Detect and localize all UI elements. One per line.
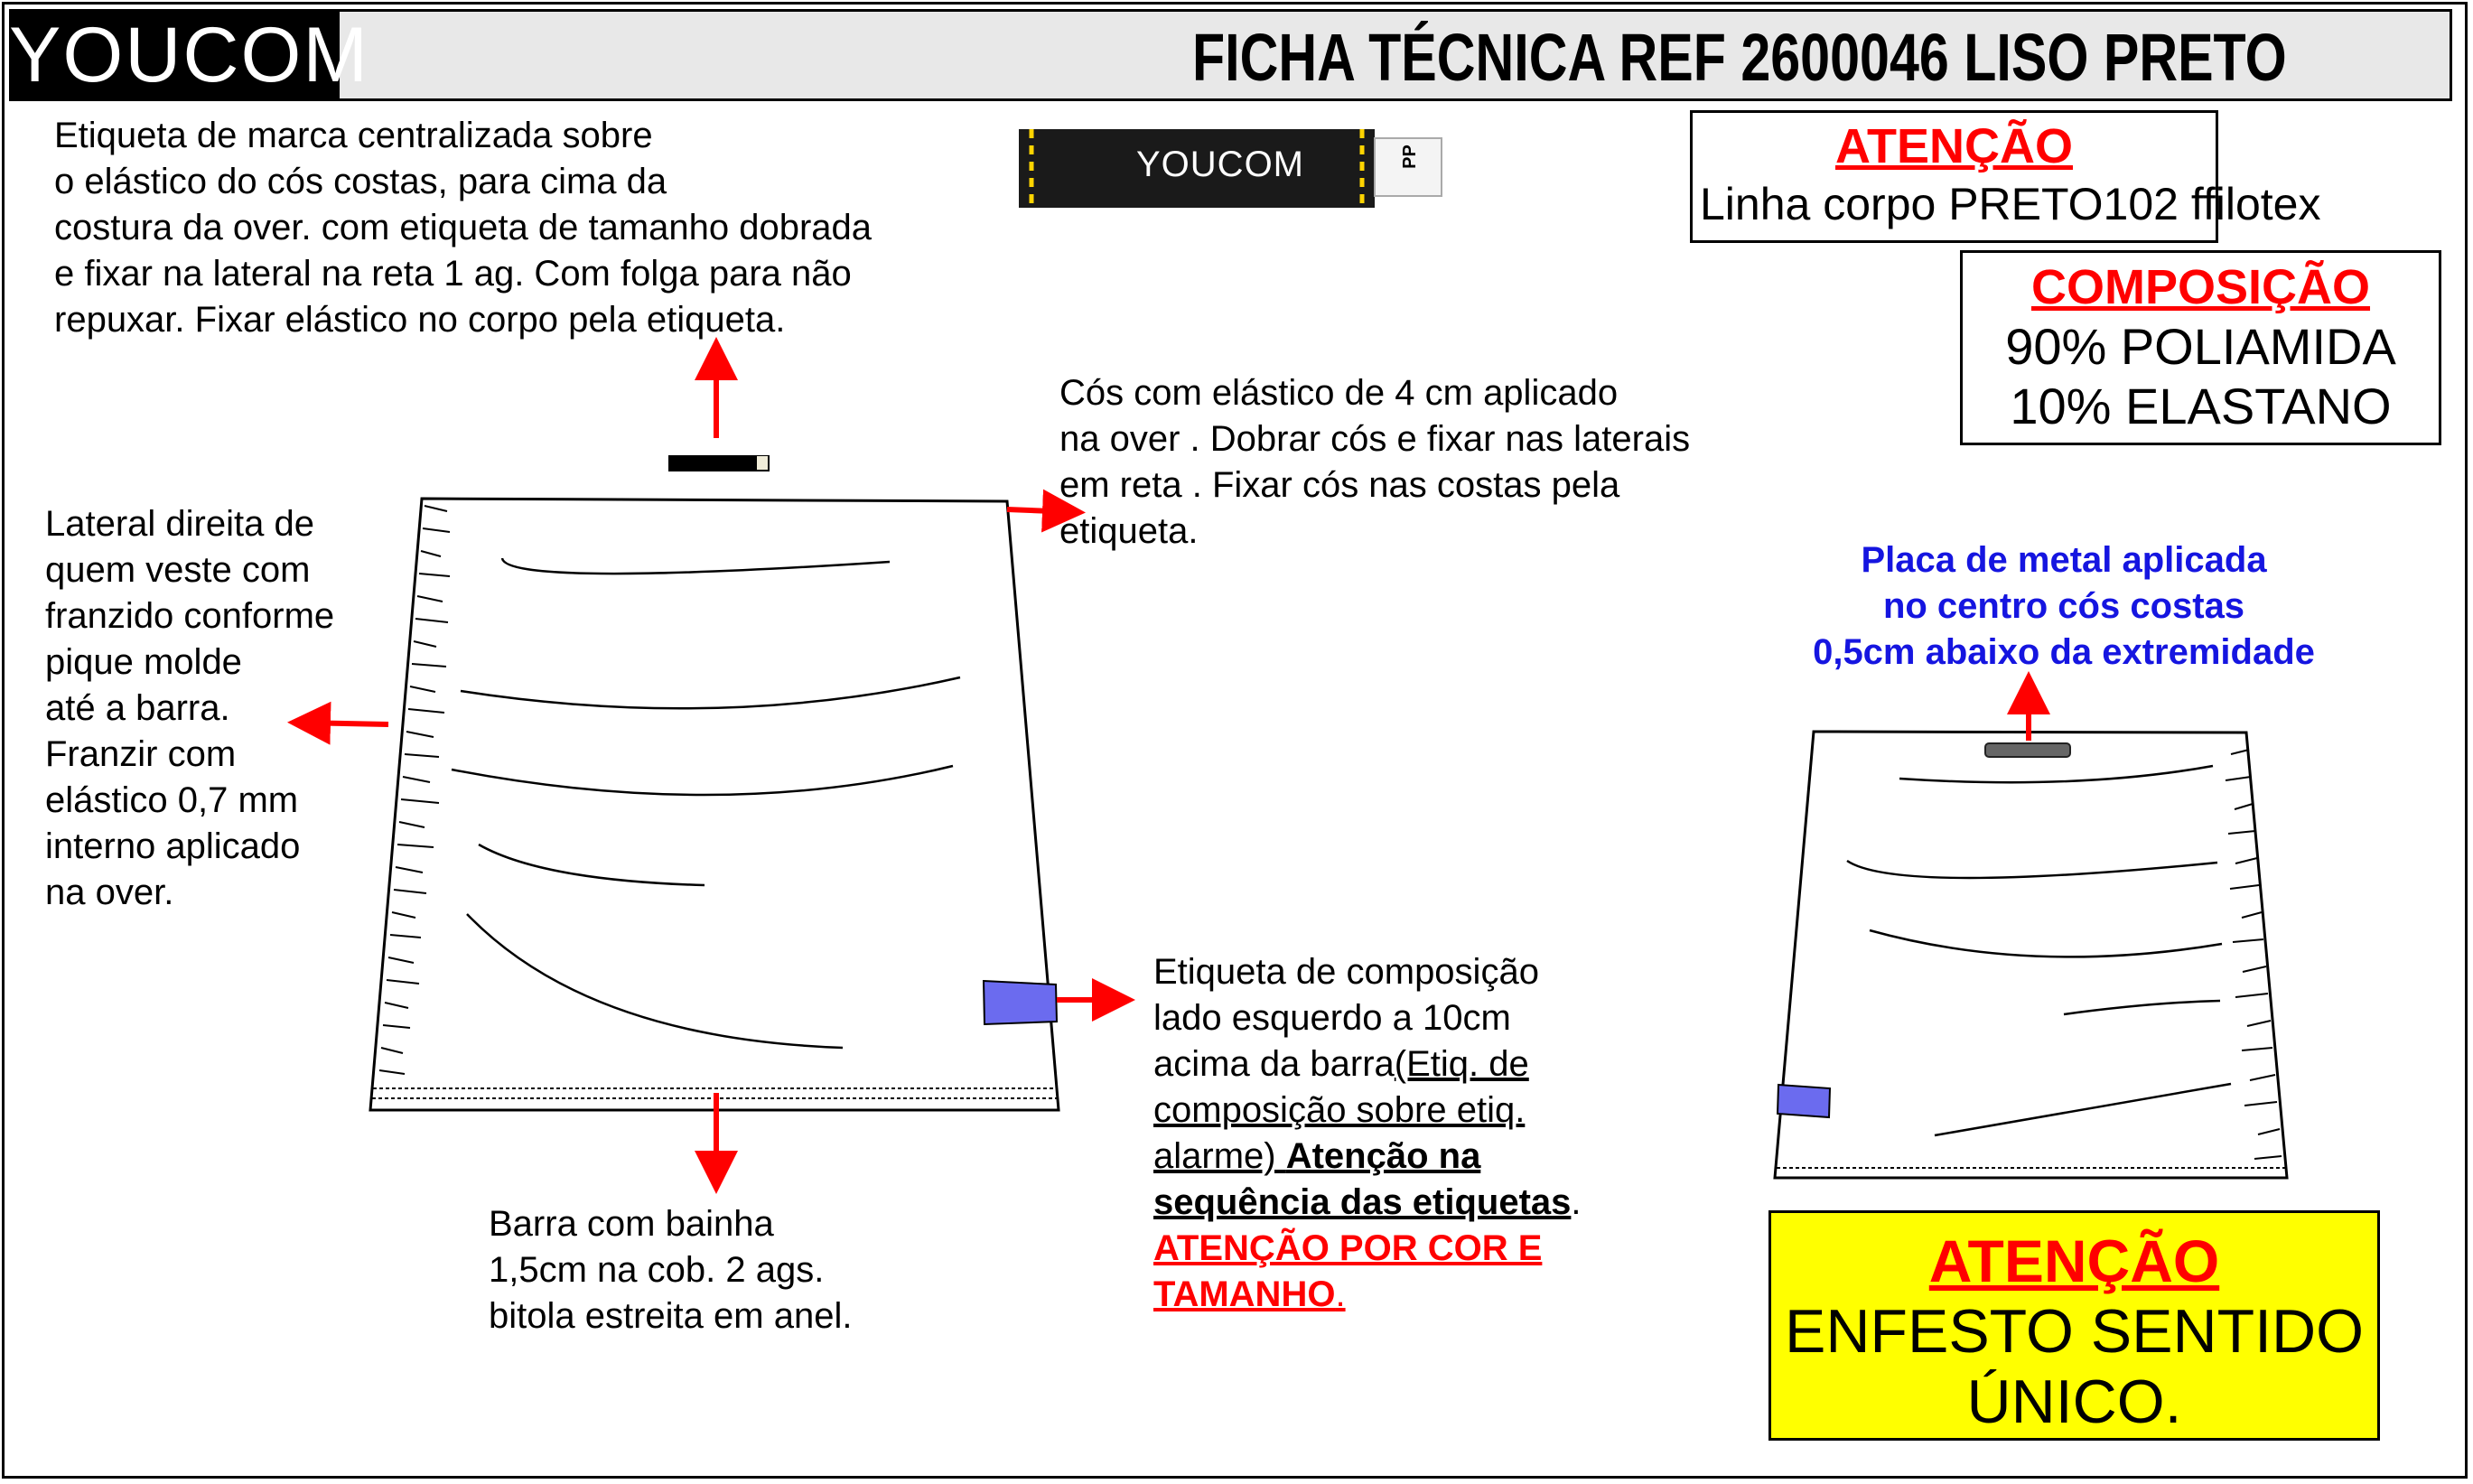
- header-bar: [9, 9, 2452, 101]
- attention-title: ATENÇÃO: [1835, 119, 2073, 173]
- composition-note-part5: ATENÇÃO POR COR E TAMANHO: [1153, 1228, 1543, 1314]
- cut-line1: ENFESTO SENTIDO: [1784, 1297, 2365, 1366]
- composition-line1: 90% POLIAMIDA: [2005, 318, 2396, 375]
- attention-thread-box: ATENÇÃO Linha corpo PRETO102 ffilotex: [1690, 110, 2321, 243]
- skirt-back-drawing: [1773, 730, 2289, 1180]
- composition-note-part6: .: [1335, 1274, 1346, 1314]
- brand-logo: YOUCOM: [9, 9, 368, 101]
- cut-line2: ÚNICO.: [1966, 1367, 2182, 1436]
- composition-note-part1: Etiqueta de composição lado esquerdo a 1…: [1153, 952, 1539, 1084]
- hem-note: Barra com bainha 1,5cm na cob. 2 ags. bi…: [489, 1204, 853, 1336]
- skirt-front-drawing: [369, 455, 1060, 1112]
- annotation-arrows: [287, 337, 2050, 1194]
- cut-direction-box: ATENÇÃO ENFESTO SENTIDO ÚNICO.: [1768, 1210, 2380, 1441]
- composition-box: COMPOSIÇÃO 90% POLIAMIDA 10% ELASTANO: [1960, 250, 2441, 445]
- composition-note-part3: Atenção na sequência das etiquetas: [1153, 1136, 1572, 1222]
- composition-note-warning: ATENÇÃO POR COR E TAMANHO.: [1153, 1226, 1582, 1318]
- metal-plate-note: Placa de metal aplicada no centro cós co…: [1813, 540, 2315, 672]
- composition-line2: 10% ELASTANO: [2010, 378, 2392, 434]
- brand-label-note: Etiqueta de marca centralizada sobre o e…: [54, 116, 873, 340]
- composition-note-part2: (Etiq. de composição sobre etiq. alarme): [1153, 1044, 1529, 1176]
- side-gather-note: Lateral direita de quem veste com franzi…: [45, 504, 335, 912]
- cut-attention-title: ATENÇÃO: [1928, 1227, 2220, 1294]
- label-size-text: PP: [1399, 145, 1420, 169]
- composition-note-part4: .: [1571, 1182, 1582, 1222]
- waistband-note: Cós com elástico de 4 cm aplicado na ove…: [1059, 373, 1691, 551]
- attention-thread-text: Linha corpo PRETO102 ffilotex: [1700, 179, 2321, 229]
- composition-title: COMPOSIÇÃO: [2030, 260, 2371, 314]
- composition-label-note: Etiqueta de composição lado esquerdo a 1…: [1153, 903, 1582, 1364]
- brand-label-image: [1019, 129, 1442, 208]
- label-brand-text: YOUCOM: [1136, 145, 1304, 184]
